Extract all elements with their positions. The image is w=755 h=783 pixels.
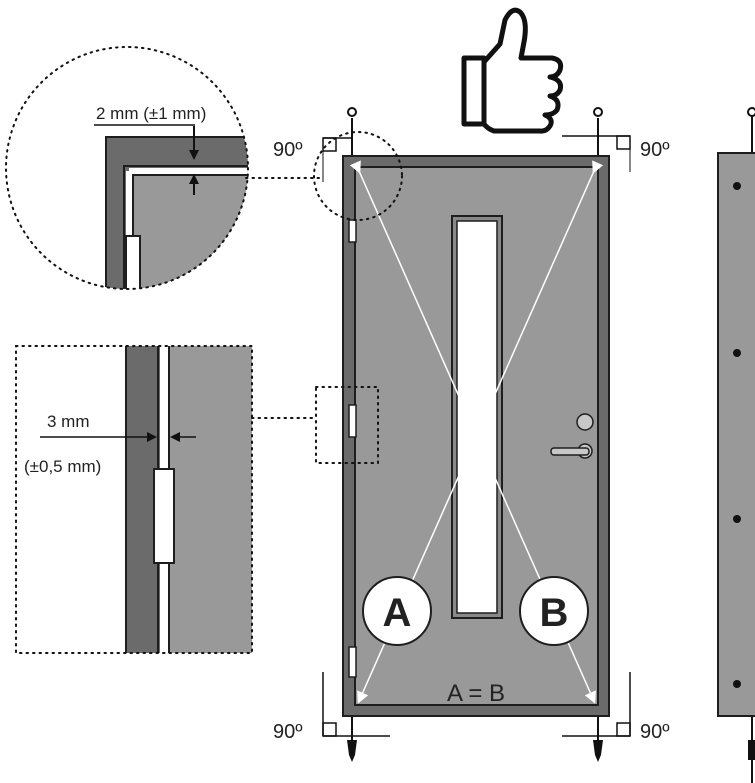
svg-text:B: B xyxy=(540,591,569,635)
angle-marker-bottom-left: 90º xyxy=(273,672,390,743)
lock-cylinder-icon xyxy=(576,413,594,431)
angle-marker-bottom-right: 90º xyxy=(562,672,670,743)
side-tolerance-label: (±0,5 mm) xyxy=(24,457,101,476)
diagonal-equation: A = B xyxy=(447,680,505,707)
hinge-gap-detail: 3 mm (±0,5 mm) xyxy=(15,345,253,654)
door-side-view xyxy=(717,107,755,783)
screw-2 xyxy=(733,349,741,357)
svg-text:90º: 90º xyxy=(273,139,303,161)
angle-marker-top-left: 90º xyxy=(273,137,352,182)
door-handle-icon xyxy=(550,447,590,456)
hinge-bottom xyxy=(348,646,357,678)
screw-1 xyxy=(733,182,741,190)
diagonal-a-marker: A xyxy=(362,576,432,646)
corner-detail-marker xyxy=(313,131,403,221)
svg-text:90º: 90º xyxy=(640,139,670,161)
svg-text:90º: 90º xyxy=(273,721,303,743)
door-front-view: A B A = B 90º 90º 90º xyxy=(273,107,670,762)
screw-3 xyxy=(733,515,741,523)
angle-marker-top-right: 90º xyxy=(562,135,670,172)
thumbs-up-icon xyxy=(461,7,564,134)
hinge-detail-marker xyxy=(315,386,379,464)
diagonal-b-marker: B xyxy=(519,576,589,646)
svg-text:A: A xyxy=(383,591,412,635)
top-gap-label: 2 mm (±1 mm) xyxy=(96,104,206,123)
hinge-top xyxy=(348,219,357,243)
side-gap-label: 3 mm xyxy=(47,412,90,431)
svg-text:90º: 90º xyxy=(640,721,670,743)
hinge-middle xyxy=(348,404,357,438)
screw-4 xyxy=(733,680,741,688)
top-corner-detail: 2 mm (±1 mm) xyxy=(5,46,249,290)
